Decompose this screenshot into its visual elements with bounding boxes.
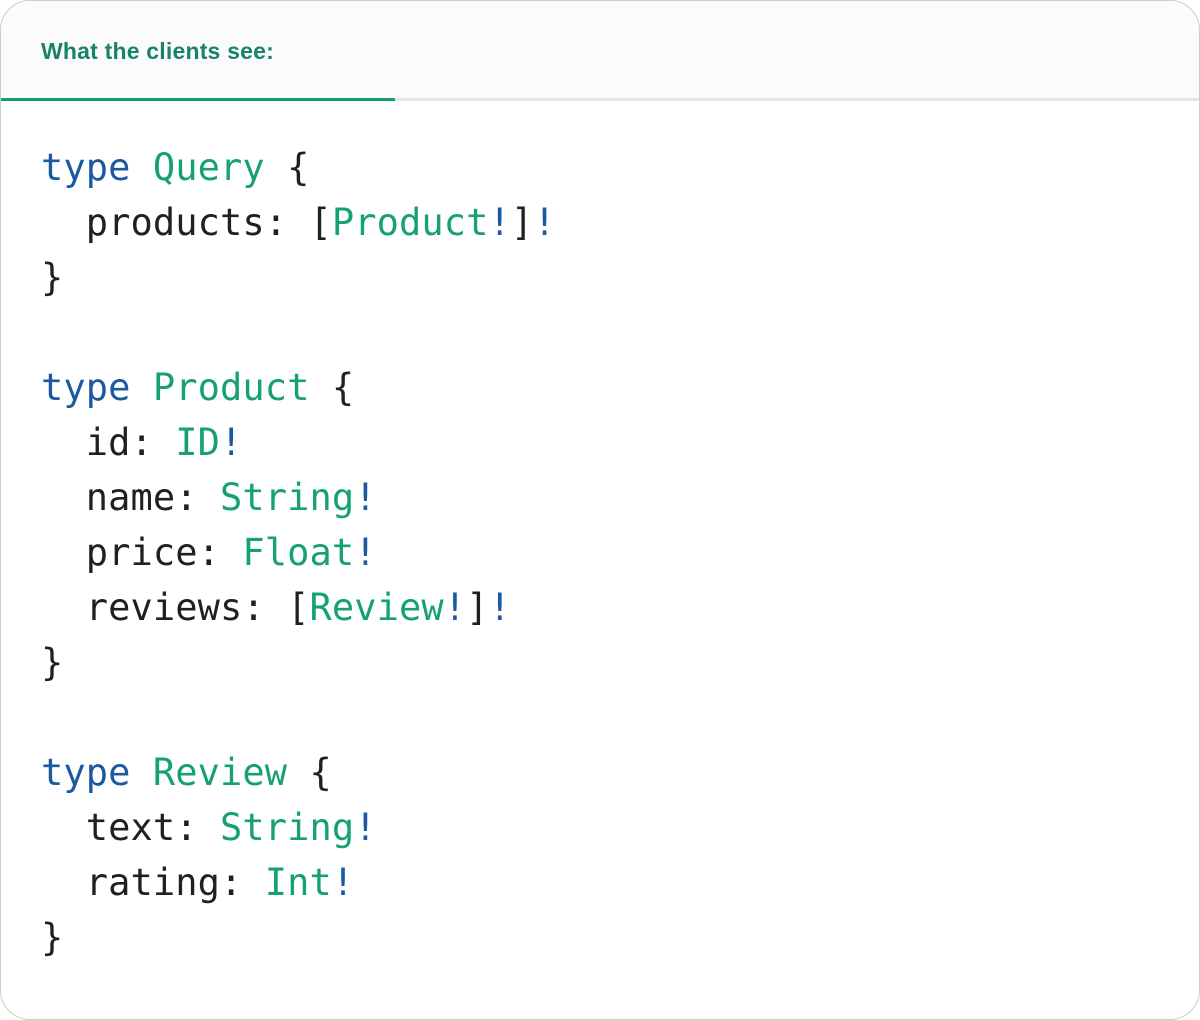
code-token-bang: ! — [354, 531, 377, 574]
code-token-plain: { — [287, 751, 332, 794]
code-token-bang: ! — [488, 201, 511, 244]
code-block: type Query { products: [Product!]!}type … — [1, 101, 1199, 965]
code-line: name: String! — [41, 470, 1159, 525]
code-token-plain: id: — [41, 421, 176, 464]
code-token-bang: ! — [533, 201, 556, 244]
code-token-bang: ! — [331, 861, 355, 904]
tab-track — [1, 98, 1199, 101]
code-token-plain: text: — [41, 806, 221, 849]
code-token-typename: Review — [309, 586, 444, 629]
code-token-plain: reviews: [ — [41, 586, 310, 629]
tab-clients-view[interactable]: What the clients see: — [41, 1, 274, 101]
code-token-bang: ! — [354, 806, 377, 849]
code-line: text: String! — [41, 800, 1159, 855]
code-token-plain: } — [41, 256, 64, 299]
code-line: reviews: [Review!]! — [41, 580, 1159, 635]
code-line: rating: Int! — [41, 855, 1159, 910]
code-token-plain: name: — [41, 476, 221, 519]
code-token-bang: ! — [354, 476, 377, 519]
code-token-typename: ID — [175, 421, 221, 464]
code-token-plain: } — [41, 641, 64, 684]
code-line — [41, 690, 1159, 745]
code-line: } — [41, 635, 1159, 690]
code-line: price: Float! — [41, 525, 1159, 580]
code-token-plain: { — [264, 146, 310, 189]
code-line: type Review { — [41, 745, 1159, 800]
code-token-bang: ! — [488, 586, 511, 629]
code-line: } — [41, 910, 1159, 965]
code-token-keyword: type — [41, 366, 131, 409]
code-token-plain — [131, 751, 153, 794]
code-token-typename: String — [220, 806, 355, 849]
code-token-plain: price: — [41, 531, 243, 574]
code-token-typename: Product — [331, 201, 489, 244]
code-token-typename: Product — [152, 366, 310, 409]
code-token-typename: Review — [152, 751, 288, 794]
card-header: What the clients see: — [1, 1, 1199, 101]
code-line: } — [41, 250, 1159, 305]
code-token-plain: rating: — [41, 861, 265, 904]
code-line: products: [Product!]! — [41, 195, 1159, 250]
code-token-typename: String — [220, 476, 355, 519]
code-token-plain: ] — [510, 201, 534, 244]
code-token-typename: Query — [152, 146, 265, 189]
code-line — [41, 305, 1159, 360]
code-token-plain: { — [309, 366, 355, 409]
tab-label: What the clients see: — [41, 37, 274, 64]
active-tab-underline — [1, 98, 395, 101]
code-token-plain: products: [ — [41, 201, 332, 244]
code-token-bang: ! — [220, 421, 243, 464]
code-token-typename: Float — [242, 531, 355, 574]
code-token-plain: } — [41, 916, 64, 959]
code-token-keyword: type — [41, 146, 131, 189]
code-token-typename: Int — [264, 861, 332, 904]
code-token-bang: ! — [443, 586, 467, 629]
code-line: type Query { — [41, 140, 1159, 195]
code-token-keyword: type — [41, 751, 131, 794]
code-token-plain — [131, 146, 153, 189]
code-line: id: ID! — [41, 415, 1159, 470]
code-line: type Product { — [41, 360, 1159, 415]
code-token-plain: ] — [466, 586, 489, 629]
code-token-plain — [131, 366, 153, 409]
